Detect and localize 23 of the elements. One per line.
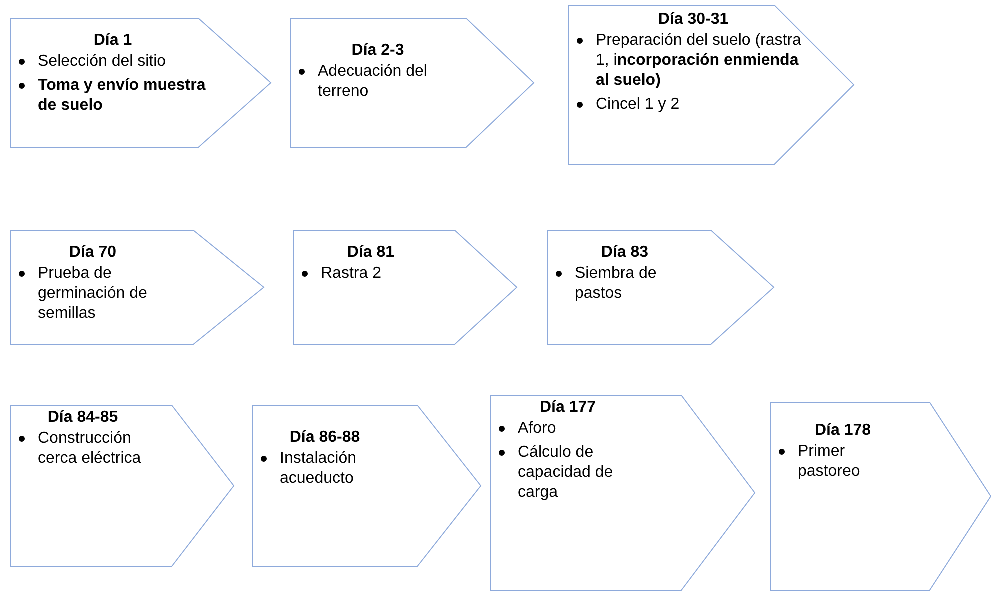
bullet-item: Primer pastoreo <box>798 442 862 482</box>
day-heading: Día 1 <box>92 32 134 50</box>
bullet-item: Prueba de germinación de semillas <box>38 264 148 324</box>
day-heading: Día 2-3 <box>350 42 406 60</box>
day-heading: Día 83 <box>600 244 650 262</box>
bullet-item: Aforo <box>518 419 558 439</box>
bullet-item: Cincel 1 y 2 <box>596 95 681 115</box>
bullet-item: Construcción cerca eléctrica <box>38 429 142 469</box>
day-heading: Día 81 <box>346 244 396 262</box>
bullet-item: Siembra de pastos <box>575 264 658 304</box>
bullet-item: Rastra 2 <box>321 264 382 284</box>
day-heading: Día 86-88 <box>288 429 362 447</box>
bullet-item: Selección del sitio <box>38 52 168 72</box>
bullet-item: Adecuación del terreno <box>318 62 428 102</box>
day-heading: Día 84-85 <box>46 409 120 427</box>
day-heading: Día 177 <box>538 399 598 417</box>
day-heading: Día 30-31 <box>657 11 730 29</box>
bullet-item: Preparación del suelo (rastra 1, incorporación enmienda al suelo) <box>596 31 802 91</box>
day-heading: Día 178 <box>814 422 872 440</box>
day-heading: Día 70 <box>68 244 118 262</box>
bullet-item: Cálculo de capacidad de carga <box>518 443 614 503</box>
bullet-item: Instalación acueducto <box>280 449 358 489</box>
bullet-item: Toma y envío muestra de suelo <box>38 76 207 116</box>
